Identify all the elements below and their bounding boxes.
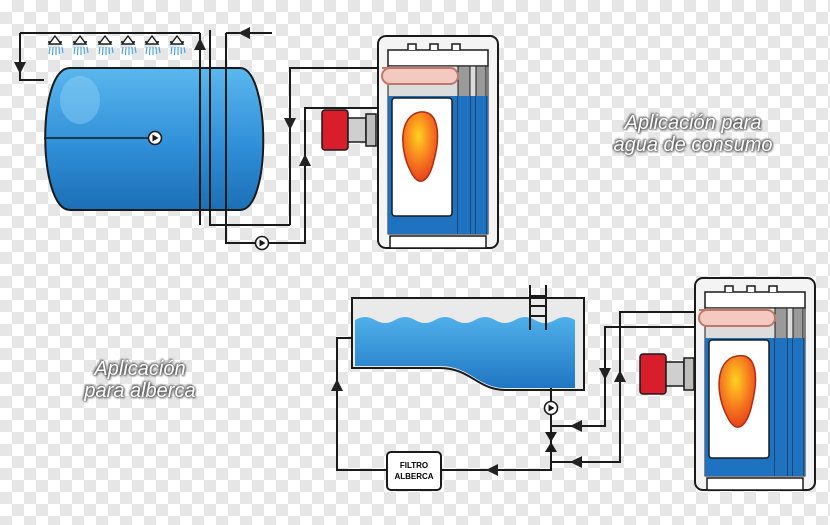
heater-return-pipe — [289, 67, 378, 225]
pool-return-pipe — [336, 337, 387, 471]
water-heater-top — [377, 35, 499, 249]
burner-bottom — [639, 353, 695, 395]
caption-pool-line2: para alberca — [84, 380, 196, 402]
pump-icon — [147, 130, 163, 146]
heater-supply-pipe — [269, 107, 378, 244]
ladder-icon — [529, 285, 547, 330]
shower-icon — [47, 35, 186, 56]
flame-icon — [718, 355, 757, 428]
filter-label-line1: FILTRO — [400, 461, 428, 470]
pool — [351, 297, 585, 391]
pool-filter: FILTRO ALBERCA — [386, 451, 442, 491]
caption-pool-line1: Aplicación — [94, 358, 186, 380]
pump-icon — [543, 400, 559, 416]
water-heater-bottom — [694, 277, 816, 491]
caption-domestic-water-line2: agua de consumo — [613, 134, 773, 156]
caption-domestic-water-line1: Aplicación para — [624, 112, 762, 134]
pool-suction-pipe — [441, 388, 552, 471]
burner-top — [321, 109, 377, 151]
caption-pool: Aplicación para alberca — [40, 358, 240, 402]
tank-inlet-pipe — [19, 33, 44, 81]
caption-domestic-water: Aplicación para agua de consumo — [568, 112, 818, 156]
filter-label-line2: ALBERCA — [394, 472, 433, 481]
flame-icon — [402, 111, 439, 182]
check-valve-icon — [545, 432, 557, 452]
pump-icon — [254, 235, 270, 251]
